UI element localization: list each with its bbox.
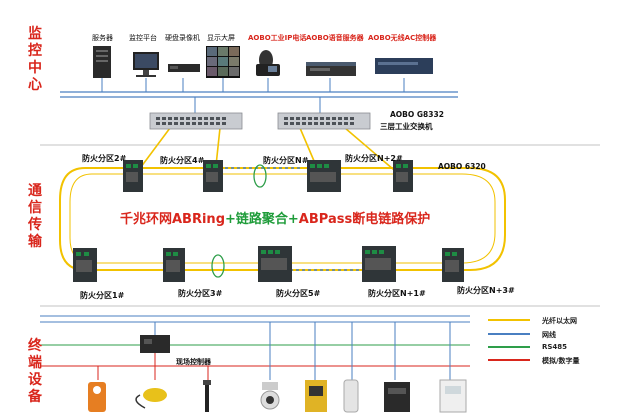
core-switch-2-icon xyxy=(277,112,371,130)
section-title-char: 通 xyxy=(28,183,42,199)
zone-label-top-1: 防火分区2# xyxy=(82,154,127,163)
ring-switch-model: AOBO 6320 xyxy=(438,162,486,171)
section-title-char: 设 xyxy=(28,372,42,388)
wireless-ap-icon xyxy=(343,379,359,413)
ring-switch-top-1-icon xyxy=(123,160,143,192)
ptz-camera-icon xyxy=(260,382,280,410)
label-voice-server: AOBO语音服务器 xyxy=(306,34,364,42)
core-switch-desc: 三层工业交换机 xyxy=(380,122,433,131)
zone-label-bottom-2: 防火分区3# xyxy=(178,289,223,298)
ring-switch-bottom-5-icon xyxy=(442,248,464,282)
section-title-char: 控 xyxy=(28,43,42,59)
label-wireless-ac: AOBO无线AC控制器 xyxy=(368,34,437,42)
aggregation-ellipse-bottom xyxy=(211,254,225,278)
section-title-char: 心 xyxy=(28,77,42,93)
ring-protocol-banner: 千兆环网ABRing+链路聚合+ABPass断电链路保护 xyxy=(120,208,430,227)
field-controller-label: 现场控制器 xyxy=(176,358,211,366)
section-title-char: 传 xyxy=(28,217,42,233)
zone-label-top-4: 防火分区N+2# xyxy=(345,154,403,163)
zone-label-bottom-1: 防火分区1# xyxy=(80,291,125,300)
field-controller-icon xyxy=(140,335,170,353)
ring-outer xyxy=(59,167,506,271)
section-title-char: 端 xyxy=(28,355,42,371)
zone-label-top-2: 防火分区4# xyxy=(160,156,205,165)
ring-switch-bottom-2-icon xyxy=(163,248,185,282)
section-title-char: 备 xyxy=(28,389,42,405)
legend-analog-label: 模拟/数字量 xyxy=(542,357,580,365)
banner-ring-text: 千兆环网ABRing xyxy=(120,212,225,227)
legend-cable-label: 网线 xyxy=(542,331,556,339)
label-video-wall: 显示大屏 xyxy=(207,34,235,42)
server-icon xyxy=(93,46,111,78)
ring-switch-bottom-4-icon xyxy=(362,246,396,282)
legend-fiber-label: 光纤以太网 xyxy=(542,317,577,325)
section-title-char: 监 xyxy=(28,26,42,42)
label-server: 服务器 xyxy=(92,34,113,42)
zone-label-bottom-5: 防火分区N+3# xyxy=(457,286,515,295)
label-dvr: 硬盘录像机 xyxy=(165,34,200,42)
core-uplinks xyxy=(194,97,321,115)
emergency-phone-icon xyxy=(305,380,327,412)
ip-phone-icon xyxy=(256,50,280,76)
zone-label-bottom-4: 防火分区N+1# xyxy=(368,289,426,298)
center-drops xyxy=(101,78,405,92)
ring-switch-top-4-icon xyxy=(393,160,413,192)
section-title-char: 信 xyxy=(28,200,42,216)
zone-label-bottom-3: 防火分区5# xyxy=(276,289,321,298)
section-title-monitor-center: 监 控 中 心 xyxy=(26,26,44,94)
banner-aggregation-text: +链路聚合+ xyxy=(225,212,299,227)
voice-server-icon xyxy=(306,62,356,76)
probe-icon xyxy=(203,380,211,412)
wireless-ac-icon xyxy=(375,58,433,74)
ring-switch-bottom-3-icon xyxy=(258,246,292,282)
section-title-char: 输 xyxy=(28,234,42,250)
ring-switch-bottom-1-icon xyxy=(73,248,97,282)
section-title-terminal: 终 端 设 备 xyxy=(26,338,44,406)
aggregation-ellipse-top xyxy=(253,164,267,188)
ring-switch-top-3-icon xyxy=(307,160,341,192)
section-title-communication: 通 信 传 输 xyxy=(26,183,44,251)
core-switch-model: AOBO G8332 xyxy=(390,110,444,119)
video-wall-icon xyxy=(206,46,240,78)
section-title-char: 终 xyxy=(28,338,42,354)
sensor-cable-icon xyxy=(135,388,167,409)
environment-monitor-icon xyxy=(439,379,467,413)
label-monitor-platform: 监控平台 xyxy=(129,34,157,42)
gas-detector-icon xyxy=(88,382,106,412)
access-controller-icon xyxy=(384,382,410,412)
dvr-icon xyxy=(168,64,200,72)
banner-abpass-text: ABPass断电链路保护 xyxy=(298,212,431,227)
monitor-platform-icon xyxy=(133,52,159,77)
legend-rs485-label: RS485 xyxy=(542,343,568,351)
label-ip-phone: AOBO工业IP电话 xyxy=(248,34,307,42)
section-title-char: 中 xyxy=(28,60,42,76)
core-switch-1-icon xyxy=(149,112,243,130)
zone-label-top-3: 防火分区N# xyxy=(263,156,309,165)
ring-switch-top-2-icon xyxy=(203,160,223,192)
